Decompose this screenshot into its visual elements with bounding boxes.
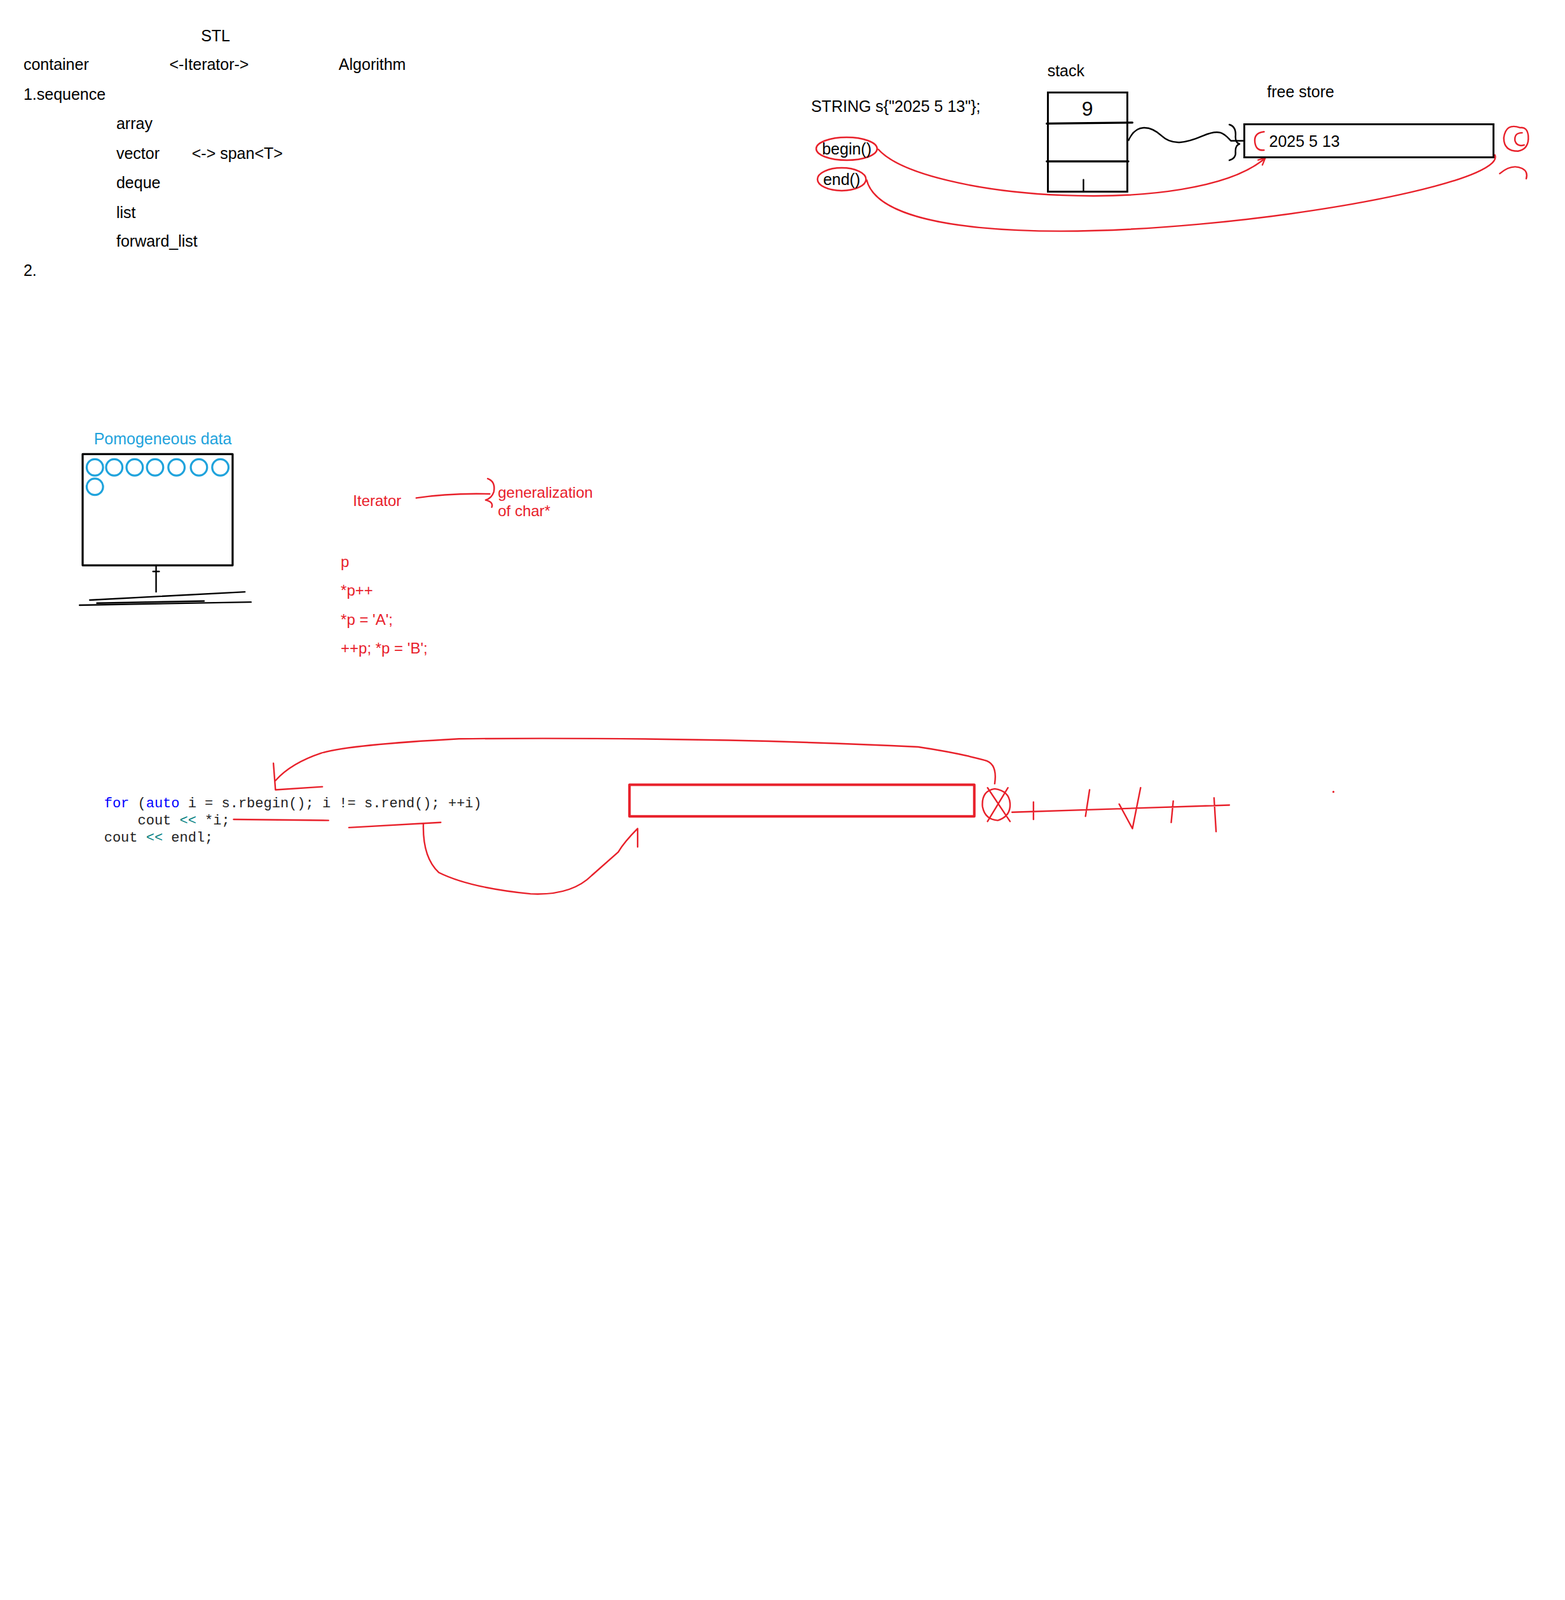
stack-value: 9 <box>1081 96 1094 121</box>
monitor-screen <box>82 453 233 566</box>
code-token: auto <box>146 795 180 812</box>
note-text: array <box>116 113 153 133</box>
end-curl <box>1499 166 1527 179</box>
end-mark <box>1503 126 1529 152</box>
code-token: cout <box>104 830 138 847</box>
code-line: cout << *i; <box>104 813 231 830</box>
deref-underline <box>233 819 329 821</box>
stack-divider <box>1046 122 1133 162</box>
code-token: *i; <box>204 813 231 829</box>
note-text: 2. <box>23 260 37 280</box>
past-end-cross <box>982 787 1011 822</box>
connector <box>1128 127 1244 143</box>
note-text: ++p; *p = 'B'; <box>340 639 428 658</box>
circled-text: end() <box>816 167 867 192</box>
code-token: endl; <box>170 830 213 847</box>
note-text: deque <box>116 172 161 192</box>
free-store-content: 2025 5 13 <box>1269 131 1340 151</box>
note-text: *p++ <box>340 581 374 601</box>
note-text: <-> span<T> <box>191 143 283 163</box>
rend-arc <box>348 822 638 895</box>
data-circles <box>86 458 229 495</box>
note-text: Iterator <box>352 492 402 511</box>
note-text: Pomogeneous data <box>94 429 233 449</box>
stack-tick <box>1082 179 1084 192</box>
free-store-heading: free store <box>1266 82 1335 102</box>
stack-heading: stack <box>1047 61 1085 81</box>
connector <box>866 154 1496 232</box>
note-text: STRING s{"2025 5 13"}; <box>811 96 981 116</box>
note-text: forward_list <box>116 231 198 251</box>
code-token: cout <box>137 813 172 829</box>
code-token: i = s.rbegin(); i != s.rend(); ++i) <box>188 795 482 812</box>
note-text: <-Iterator-> <box>169 54 249 74</box>
ellipse-outline-shape <box>816 137 878 161</box>
rbegin-arc <box>275 738 995 784</box>
begin-mark <box>1254 131 1265 151</box>
note-text: generalization of char* <box>497 483 600 521</box>
brace <box>1229 124 1240 161</box>
stack-box: stack9 <box>1046 91 1129 193</box>
step-ticks <box>1011 787 1230 832</box>
note-text: p <box>340 553 349 572</box>
ellipse-outline-shape <box>817 167 866 191</box>
connector <box>877 148 1265 196</box>
code-line: cout << endl; <box>104 830 214 847</box>
note-text: vector <box>116 143 160 163</box>
note-text: Algorithm <box>338 54 407 74</box>
rbegin-head <box>273 763 323 791</box>
iterator-arrow <box>416 478 495 508</box>
free-store-box: free store2025 5 13 <box>1243 123 1495 159</box>
code-line: for (auto i = s.rbegin(); i != s.rend(); +… <box>104 795 482 813</box>
circled-label: begin() <box>821 139 872 159</box>
circled-label: end() <box>823 169 861 189</box>
note-text: list <box>116 202 137 222</box>
note-text: container <box>23 54 89 74</box>
code-token: << <box>146 830 163 847</box>
monitor-stand <box>79 565 252 606</box>
dot <box>1332 790 1335 793</box>
buffer-rect <box>629 784 974 817</box>
note-text: 1.sequence <box>23 84 106 104</box>
circled-text: begin() <box>815 136 878 161</box>
code-token: << <box>179 813 197 829</box>
note-text: STL <box>200 26 231 46</box>
code-token: for <box>104 795 130 812</box>
code-token: ( <box>137 795 147 812</box>
note-text: *p = 'A'; <box>340 610 393 630</box>
